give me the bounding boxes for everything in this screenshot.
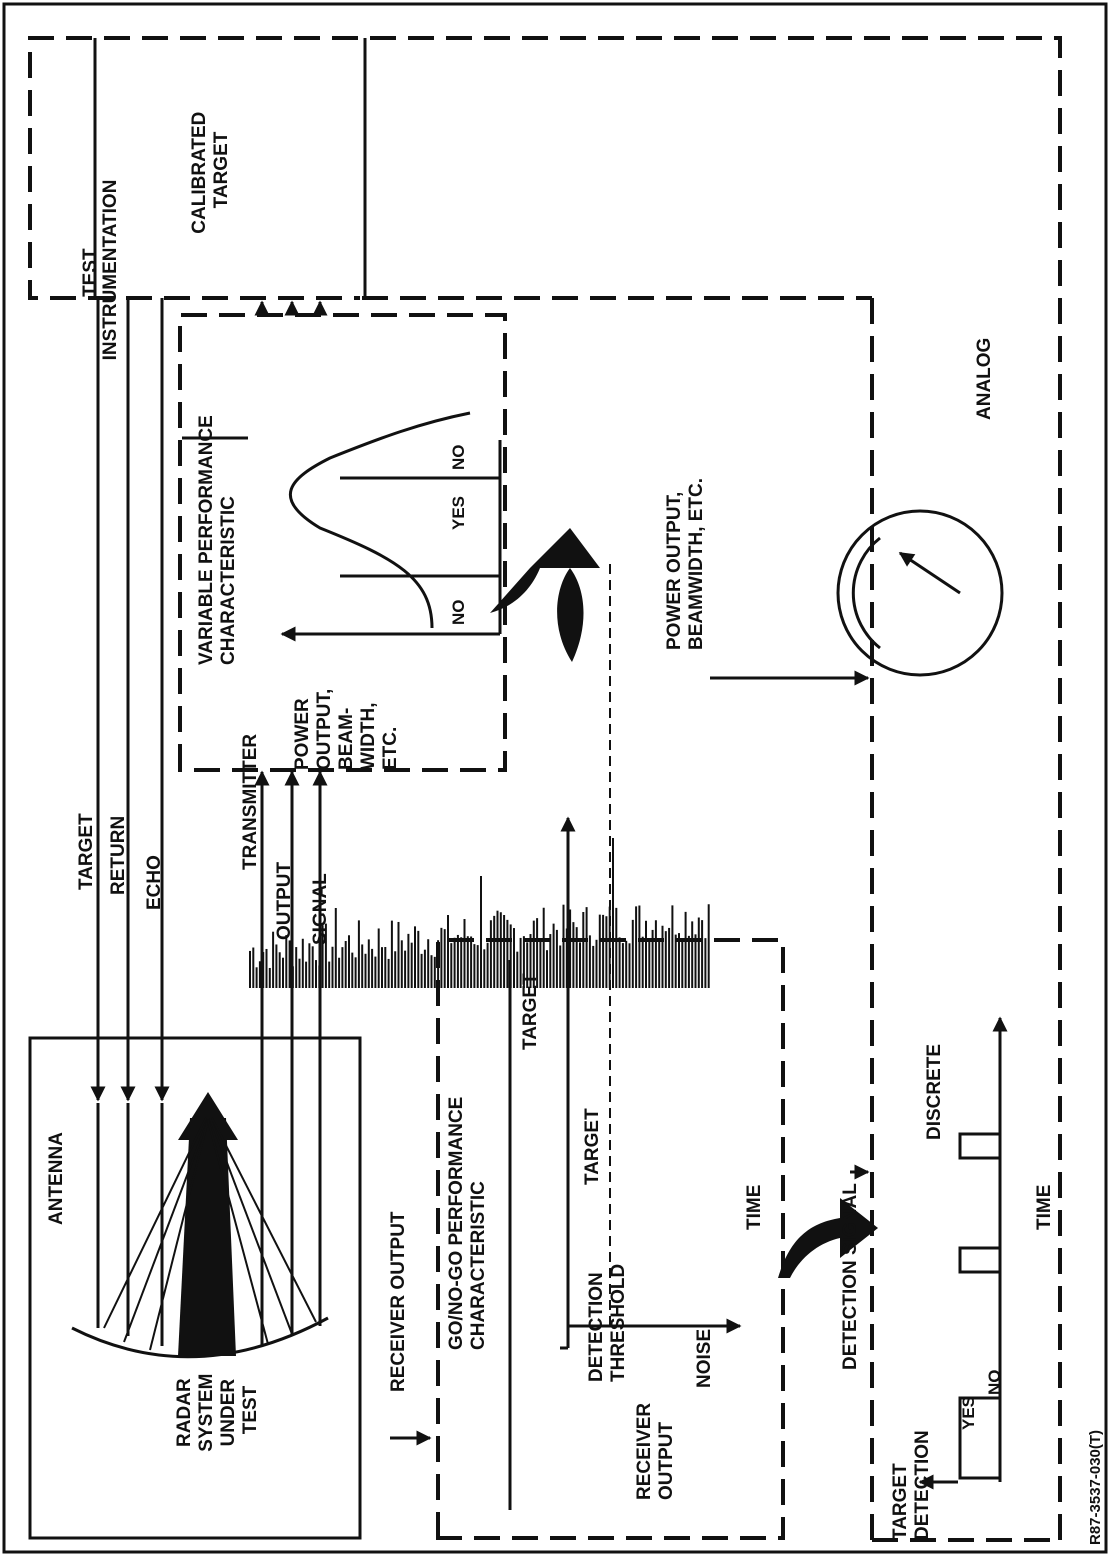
target-label: TARGET <box>76 813 97 890</box>
discrete-pulses <box>958 1018 1002 1472</box>
radar-label-line3: UNDER <box>218 1379 239 1447</box>
threshold-label-line2: THRESHOLD <box>608 1264 629 1382</box>
antenna-beam-main <box>178 1118 236 1356</box>
svg-text:TARGET DETECTION: TARGET DETECTION <box>890 1430 933 1540</box>
svg-text:GO/NO-GO PERFORMANCE CHA: GO/NO-GO PERFORMANCE CHARACTERISTIC <box>446 1091 489 1350</box>
analog-meter-scale <box>851 536 881 650</box>
svg-text:POWER OUTPUT, BEAMWIDTH,: POWER OUTPUT, BEAMWIDTH, ETC. <box>664 478 707 650</box>
gonogo-ylabel-line2: OUTPUT <box>656 1422 677 1501</box>
detection-ylabel-line2: DETECTION <box>912 1430 933 1540</box>
target-label-2: TARGET <box>520 973 541 1050</box>
variable-title-line2: CHARACTERISTIC <box>218 496 239 665</box>
radar-label-line2: SYSTEM <box>196 1374 217 1452</box>
no-label: NO <box>985 1370 1004 1396</box>
variable-performance-panel <box>178 313 507 772</box>
target-return-lines <box>90 298 170 1102</box>
gonogo-title-line2: CHARACTERISTIC <box>468 1181 489 1350</box>
noise-label: NOISE <box>694 1329 715 1388</box>
calibrated-label-line2: TARGET <box>211 131 232 208</box>
discrete-time-label: TIME <box>1034 1185 1055 1230</box>
radar-label-line1: RADAR <box>174 1378 195 1447</box>
svg-text:RADAR SYSTEM UNDER: RADAR SYSTEM UNDER TEST <box>174 1368 261 1451</box>
antenna-beam-head <box>178 1092 238 1140</box>
svg-text:TEST INSTRUMENTATION: TEST INSTRUMENTATION <box>80 180 121 361</box>
bell-curve <box>288 411 471 629</box>
detection-ylabel-line1: TARGET <box>890 1463 911 1540</box>
zone-no-left: NO <box>449 600 468 626</box>
zone-yes: YES <box>449 496 468 530</box>
test-label-line1: TEST <box>80 248 101 297</box>
detection-signal-arrow <box>778 1198 878 1278</box>
test-label-line2: INSTRUMENTATION <box>100 180 121 361</box>
antenna-label: ANTENNA <box>46 1132 67 1225</box>
var-axis-line2: OUTPUT, <box>314 689 335 770</box>
gonogo-ylabel-line1: RECEIVER <box>634 1403 655 1500</box>
variable-title-line1: VARIABLE PERFORMANCE <box>196 415 217 665</box>
rotated-content <box>28 36 1062 1542</box>
echo-label: ECHO <box>144 855 165 910</box>
radar-system-box <box>28 1036 362 1540</box>
output-label: OUTPUT <box>274 862 295 941</box>
variable-to-target-lines <box>254 300 328 316</box>
transmitter-lines <box>254 770 328 1038</box>
antenna-rays <box>103 1117 317 1351</box>
svg-text:VARIABLE PERFORMANCE CHA: VARIABLE PERFORMANCE CHARACTERISTIC <box>196 410 239 665</box>
svg-text:RECEIVER OUTPUT: RECEIVER OUTPUT <box>634 1398 677 1500</box>
svg-text:POWER OUTPUT, BEAM: POWER OUTPUT, BEAM- WIDTH, ETC. <box>292 683 401 770</box>
return-label: RETURN <box>108 816 129 895</box>
signal-label: SIGNAL <box>310 873 331 945</box>
receiver-output-label: RECEIVER OUTPUT <box>388 1211 409 1392</box>
test-equipment-boundary <box>28 36 1062 1540</box>
discrete-label: DISCRETE <box>924 1044 945 1140</box>
detection-signal-label: DETECTION SIGNAL <box>840 1183 861 1370</box>
var-axis-line4: WIDTH, <box>358 702 379 770</box>
analog-needle <box>898 551 961 595</box>
discrete-baseline <box>958 1258 1002 1480</box>
figure-code: R87-3537-030(T) <box>1087 1430 1104 1545</box>
power-output-line2: BEAMWIDTH, ETC. <box>686 478 707 650</box>
threshold-label-line1: DETECTION <box>586 1272 607 1382</box>
zone-no-right: NO <box>449 445 468 471</box>
labels: TEST INSTRUMENTATION CALIBRATED TARGET T… <box>46 106 1104 1545</box>
var-axis-line1: POWER <box>292 698 313 770</box>
analog-meter <box>836 509 1004 677</box>
transmitter-label: TRANSMITTER <box>240 734 261 870</box>
target-label-1: TARGET <box>582 1108 603 1185</box>
var-axis-line3: BEAM- <box>336 708 357 770</box>
power-output-line1: POWER OUTPUT, <box>664 492 685 650</box>
radar-label-line4: TEST <box>240 1385 261 1434</box>
svg-text:CALIBRATED TARGET: CALIBRATED TARGET <box>189 106 232 233</box>
antenna-feed-lines <box>96 1038 322 1346</box>
antenna-dish <box>71 1316 329 1359</box>
gonogo-time-label: TIME <box>744 1185 765 1230</box>
noise-spikes <box>249 838 710 988</box>
calibrated-label-line1: CALIBRATED <box>189 112 210 234</box>
analog-label: ANALOG <box>974 338 995 420</box>
gonogo-title-line1: GO/NO-GO PERFORMANCE <box>446 1097 467 1350</box>
var-axis-line5: ETC. <box>380 727 401 770</box>
svg-text:DETECTION THRESHOLD: DETECTION THRESHOLD <box>586 1264 629 1382</box>
power-output-arrow <box>490 528 600 662</box>
yes-label: YES <box>959 1396 978 1430</box>
